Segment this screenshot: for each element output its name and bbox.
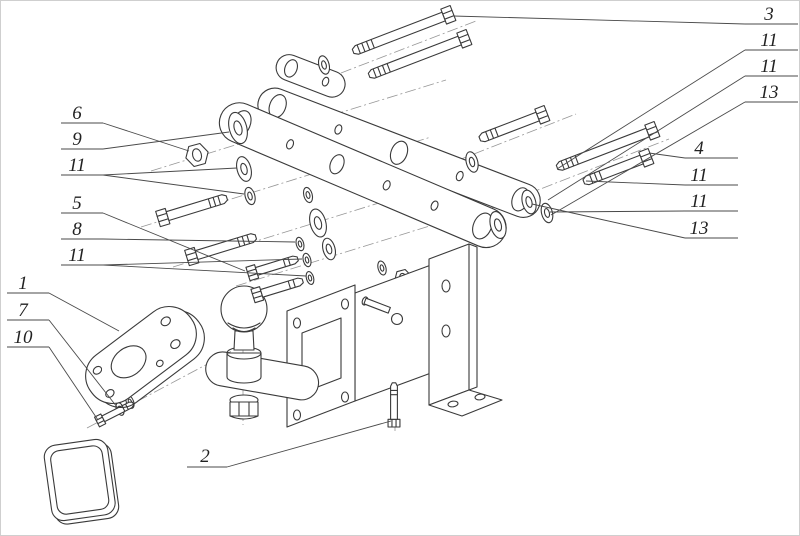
callout-group-top-right: 3 11 11 13: [453, 4, 798, 215]
washer: [376, 259, 388, 277]
callout-group-right: 4 11 11 13: [532, 138, 738, 239]
callout-label: 11: [690, 191, 708, 212]
callout-label: 11: [760, 56, 778, 77]
washer: [301, 186, 315, 204]
washer: [304, 270, 316, 286]
receiver-tube: [287, 265, 431, 427]
leader-line: [103, 123, 189, 151]
callout-label: 1: [18, 273, 28, 294]
leader-line: [586, 181, 685, 185]
callout-label: 13: [760, 82, 779, 103]
callout-group-bottom-left: 1 7 10: [7, 273, 119, 420]
hex-bolt: [184, 228, 259, 267]
hex-bolt: [155, 189, 230, 228]
callout-label: 7: [18, 300, 29, 321]
callout-group-bottom-center: 2: [187, 421, 391, 467]
leader-line: [49, 347, 98, 420]
callout-label: 9: [72, 129, 82, 150]
callout-label: 3: [763, 4, 774, 25]
ball-stud-nut: [230, 402, 258, 419]
washer: [538, 201, 556, 225]
washer: [301, 252, 313, 268]
leader-line: [227, 421, 391, 467]
leader-line: [649, 153, 685, 158]
hex-bolt: [387, 382, 401, 428]
leader-line: [557, 50, 745, 169]
leader-line: [103, 239, 295, 242]
callout-label: 11: [690, 165, 708, 186]
leader-line: [103, 132, 229, 149]
washer: [319, 236, 339, 262]
callout-label: 11: [760, 30, 778, 51]
leader-line: [548, 76, 745, 200]
hitch-pin: [361, 296, 391, 314]
leader-line: [551, 102, 745, 215]
beam-link-plate: [272, 51, 349, 101]
leader-line: [550, 211, 685, 212]
callout-label: 5: [72, 193, 82, 214]
leader-line: [49, 320, 117, 407]
hex-bolt: [245, 251, 301, 282]
callout-label: 11: [68, 245, 86, 266]
ball-collar: [227, 353, 261, 383]
leader-line: [453, 16, 745, 24]
mounting-bracket: [429, 244, 502, 416]
washer: [306, 206, 330, 240]
leader-line: [532, 204, 685, 238]
flange-plate: [75, 294, 215, 421]
callout-label: 13: [690, 218, 709, 239]
callout-label: 10: [14, 327, 34, 348]
leader-line: [103, 175, 244, 194]
callout-group-left-upper: 6 9 11: [61, 103, 244, 194]
callout-label: 11: [68, 155, 86, 176]
callout-group-left-lower: 5 8 11: [61, 193, 306, 276]
callout-label: 2: [200, 446, 210, 467]
ball-neck: [234, 331, 254, 350]
pin-clip: [392, 314, 403, 325]
hex-nut: [182, 141, 212, 169]
callout-label: 6: [72, 103, 82, 124]
callout-label: 8: [72, 219, 82, 240]
leader-line: [103, 259, 302, 265]
leader-line: [103, 265, 306, 276]
hex-bolt: [476, 104, 551, 147]
washer: [294, 236, 306, 252]
leader-line: [49, 293, 119, 331]
callout-label: 4: [694, 138, 704, 159]
receiver-cap: [43, 438, 120, 527]
washer: [242, 185, 258, 207]
crossmember-beam: [213, 51, 545, 254]
washer: [233, 154, 255, 184]
leader-line: [103, 168, 237, 175]
